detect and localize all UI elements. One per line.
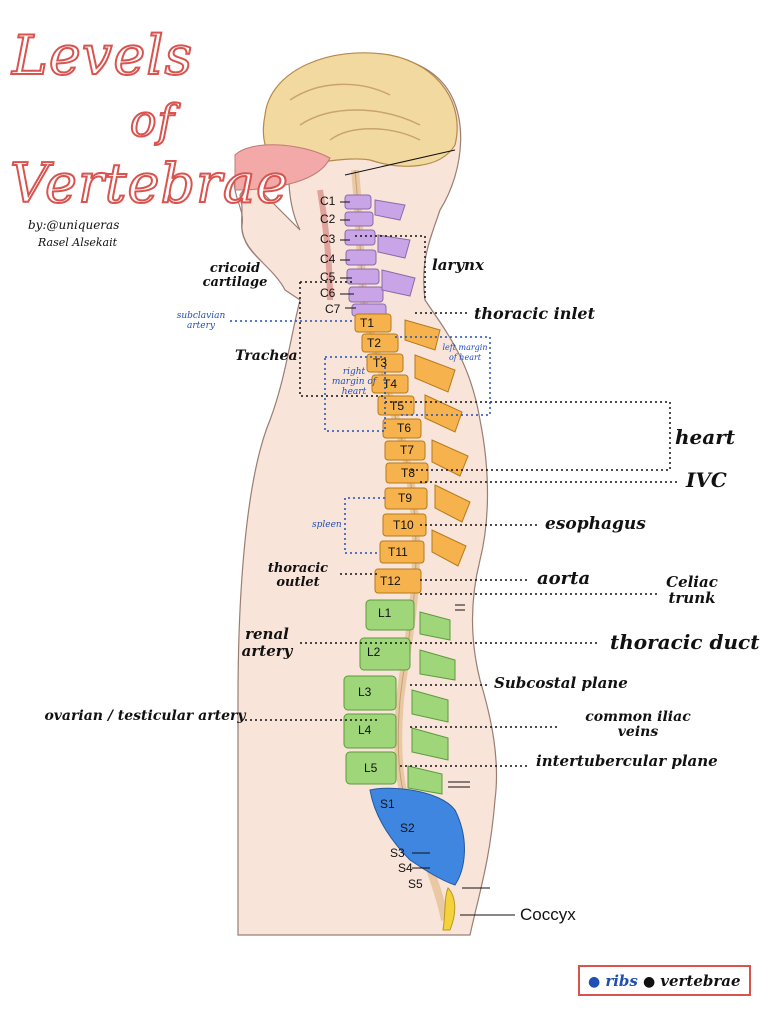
- coccyx-label: Coccyx: [520, 905, 576, 924]
- credit-line2: Rasel Alsekait: [38, 236, 118, 249]
- vertebra-label-c7: C7: [325, 302, 341, 316]
- label-renal: renal artery: [241, 625, 293, 660]
- label-thoracic-outlet: thoracic outlet: [267, 561, 329, 590]
- label-intertubercular: intertubercular plane: [536, 752, 718, 770]
- vertebra-label-t9: T9: [398, 491, 413, 505]
- vertebra-label-t10: T10: [393, 518, 414, 532]
- vertebra-label-c3: C3: [320, 232, 336, 246]
- label-esophagus: esophagus: [545, 514, 646, 534]
- vertebra-label-t1: T1: [360, 316, 375, 330]
- vertebra-label-l2: L2: [367, 645, 381, 659]
- thoracic-vertebrae: [354, 313, 471, 594]
- label-subclavian: subclavian artery: [176, 311, 226, 331]
- vertebra-label-c6: C6: [320, 286, 336, 300]
- label-trachea: Trachea: [235, 348, 298, 364]
- vertebra-label-t11: T11: [388, 545, 408, 559]
- vertebra-label-t7: T7: [400, 443, 415, 457]
- cervical-vertebrae: [344, 194, 416, 317]
- vertebra-label-l1: L1: [378, 606, 392, 620]
- vertebra-label-c1: C1: [320, 194, 336, 208]
- sacrum-shape: [369, 787, 465, 886]
- vertebra-label-t8: T8: [401, 466, 416, 480]
- vertebra-label-s4: S4: [398, 861, 413, 875]
- label-thoracic-duct: thoracic duct: [610, 630, 760, 654]
- label-thoracic-inlet: thoracic inlet: [474, 304, 595, 323]
- vertebra-label-c5: C5: [320, 270, 336, 284]
- vertebra-label-t4: T4: [383, 377, 398, 391]
- vertebra-label-c4: C4: [320, 252, 336, 266]
- label-ivc: IVC: [686, 468, 727, 492]
- vertebrae-legend-label: vertebrae: [660, 972, 741, 990]
- vertebra-label-t6: T6: [397, 421, 412, 435]
- vertebra-label-s2: S2: [400, 821, 415, 835]
- title-line1: Levels: [11, 23, 194, 88]
- vertebra-label-t5: T5: [390, 399, 405, 413]
- label-celiac: Celiac trunk: [666, 573, 718, 607]
- legend: ● ribs ● vertebrae: [578, 965, 751, 996]
- vertebra-label-c2: C2: [320, 212, 336, 226]
- label-cricoid: cricoid cartilage: [202, 261, 268, 290]
- coccyx-shape: [442, 887, 456, 931]
- label-ovarian: ovarian / testicular artery: [44, 708, 246, 724]
- lumbar-vertebrae: [343, 599, 456, 795]
- vertebra-label-s3: S3: [390, 846, 405, 860]
- label-common-iliac: common iliac veins: [585, 709, 691, 740]
- title-line2: of: [129, 95, 175, 148]
- label-subcostal: Subcostal plane: [494, 674, 628, 692]
- vertebrae-legend-dot: ●: [642, 974, 656, 990]
- label-spleen: spleen: [312, 520, 342, 530]
- vertebra-label-t3: T3: [373, 356, 388, 370]
- label-right-margin: right margin of heart: [331, 367, 377, 397]
- vertebra-label-s1: S1: [380, 797, 395, 811]
- vertebra-label-l3: L3: [358, 685, 372, 699]
- vertebra-label-l4: L4: [358, 723, 372, 737]
- ribs-legend-label: ribs: [605, 972, 638, 990]
- title-line3: Vertebrae: [9, 151, 289, 216]
- vertebra-label-t2: T2: [367, 336, 382, 350]
- label-left-margin: left margin of heart: [442, 343, 488, 362]
- label-aorta: aorta: [537, 568, 591, 589]
- vertebra-label-s5: S5: [408, 877, 423, 891]
- ribs-legend-dot: ●: [588, 974, 601, 990]
- vertebra-label-l5: L5: [364, 761, 378, 775]
- label-heart: heart: [675, 425, 735, 449]
- label-larynx: larynx: [432, 256, 484, 274]
- credit-line1: by:@uniqueras: [28, 218, 120, 232]
- vertebra-label-t12: T12: [380, 574, 401, 588]
